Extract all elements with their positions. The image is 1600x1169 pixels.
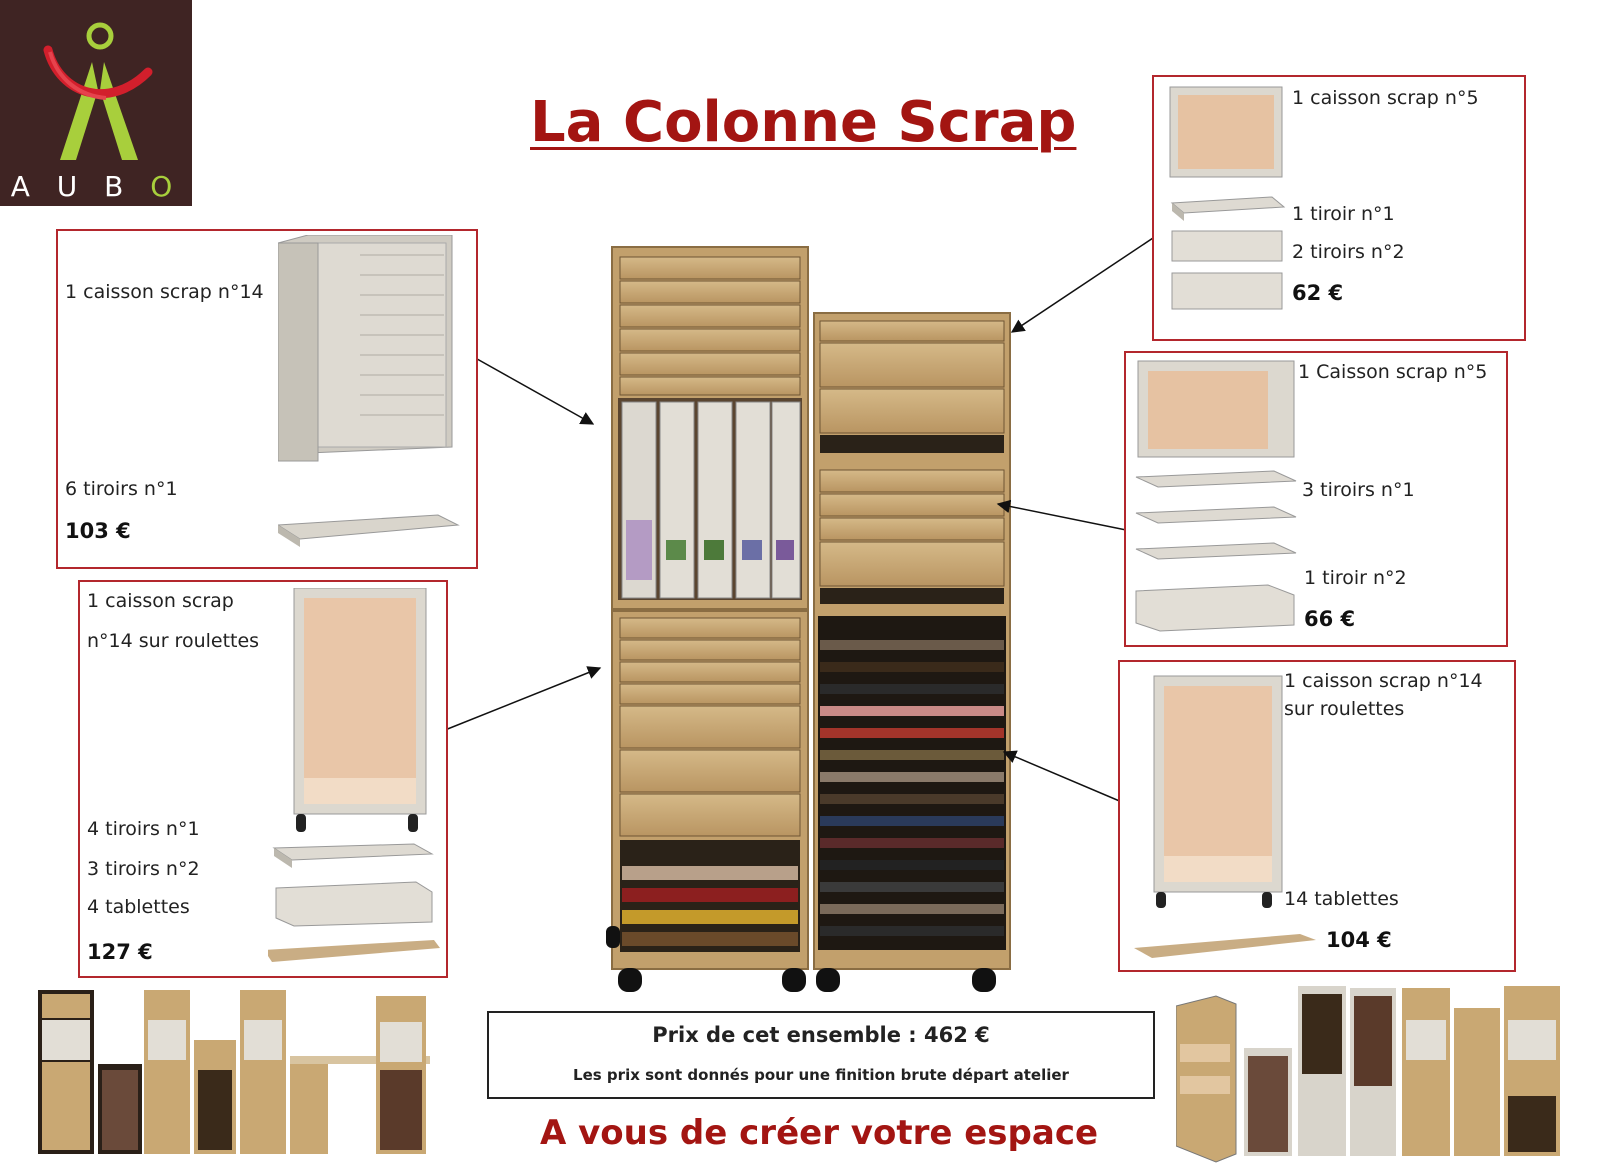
box-label: 1 caisson scrap n°14 <box>1284 670 1483 692</box>
box-label: 1 caisson scrap n°14 <box>65 281 264 303</box>
product-box-bottom-right: 1 caisson scrap n°14 sur roulettes 14 ta… <box>1118 660 1516 972</box>
box-price: 66 € <box>1304 607 1356 631</box>
drawer-stack-bottom-left <box>619 617 801 837</box>
box-label: 1 caisson scrap n°5 <box>1292 87 1479 109</box>
box-price: 104 € <box>1326 928 1392 952</box>
box-label: 14 tablettes <box>1284 888 1399 910</box>
binders <box>621 401 801 599</box>
drawer-stack-top-left <box>619 256 801 396</box>
caisson-5-drawers-image <box>1169 86 1286 310</box>
product-box-top-left: 1 caisson scrap n°14 6 tiroirs n°1 103 € <box>56 229 478 569</box>
gallery-right <box>1176 986 1560 1163</box>
box-price: 103 € <box>65 519 131 543</box>
page-title: La Colonne Scrap <box>530 90 1077 155</box>
caisson-14-shelves-image <box>1134 675 1316 958</box>
caisson-14-image <box>278 235 460 547</box>
box-price: 62 € <box>1292 281 1344 305</box>
drawer-stack-top-right <box>819 320 1005 453</box>
total-price: Prix de cet ensemble : 462 € <box>652 1023 990 1047</box>
product-box-top-right: 1 caisson scrap n°5 1 tiroir n°1 2 tiroi… <box>1152 75 1526 341</box>
box-label: 2 tiroirs n°2 <box>1292 241 1405 263</box>
gallery-left <box>38 990 430 1154</box>
box-label: 6 tiroirs n°1 <box>65 478 178 500</box>
box-label: 1 Caisson scrap n°5 <box>1298 361 1488 383</box>
logo-figure-icon <box>43 22 153 160</box>
total-price-box: Prix de cet ensemble : 462 € Les prix so… <box>487 1011 1155 1099</box>
box-label: 3 tiroirs n°2 <box>87 858 200 880</box>
caisson-14-roulettes-image <box>268 588 440 962</box>
box-label: 3 tiroirs n°1 <box>1302 479 1415 501</box>
box-label: 4 tiroirs n°1 <box>87 818 200 840</box>
box-price: 127 € <box>87 940 153 964</box>
brand-logo: A U B O I <box>0 0 192 236</box>
product-box-mid-right: 1 Caisson scrap n°5 3 tiroirs n°1 1 tiro… <box>1124 351 1508 647</box>
price-note: Les prix sont donnés pour une finition b… <box>573 1066 1069 1084</box>
paper-shelves <box>818 616 1006 950</box>
brand-name: A U B O I <box>10 170 182 236</box>
drawer-stack-mid-right <box>819 469 1005 604</box>
wheels <box>606 926 996 992</box>
product-box-mid-left: 1 caisson scrap n°14 sur roulettes 4 tir… <box>78 580 448 978</box>
box-label: 1 tiroir n°2 <box>1304 567 1407 589</box>
box-label: n°14 sur roulettes <box>87 630 260 652</box>
slogan: A vous de créer votre espace <box>539 1113 1099 1153</box>
caisson-5-stack-image <box>1135 360 1297 632</box>
box-label: 1 tiroir n°1 <box>1292 203 1395 225</box>
box-label: 1 caisson scrap <box>87 590 234 612</box>
box-label: sur roulettes <box>1284 698 1405 720</box>
box-label: 4 tablettes <box>87 896 190 918</box>
